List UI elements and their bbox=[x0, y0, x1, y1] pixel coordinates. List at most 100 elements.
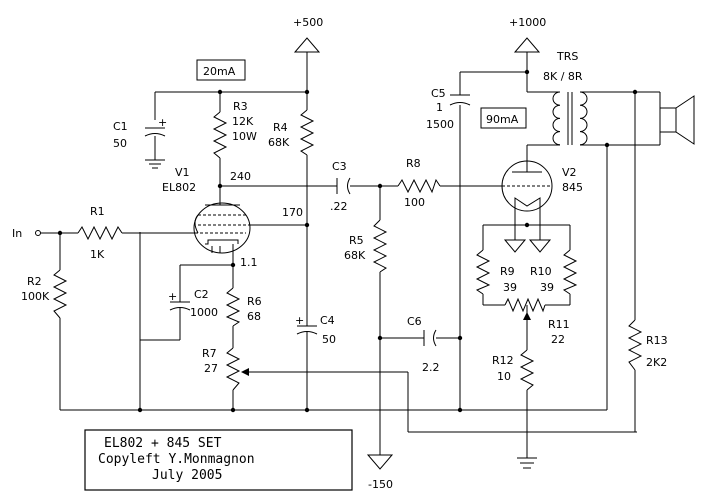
tube-v1-type: EL802 bbox=[162, 181, 196, 194]
current-box-v2 bbox=[480, 107, 527, 129]
supply-label-plus1000: +1000 bbox=[509, 16, 546, 29]
resistor-r1 bbox=[77, 225, 123, 241]
polarity-mark-c1: + bbox=[158, 116, 167, 129]
c3-value: .22 bbox=[330, 200, 348, 213]
r9-value: 39 bbox=[503, 281, 517, 294]
ground-symbols bbox=[145, 159, 537, 469]
r10-ref: R10 bbox=[530, 265, 552, 278]
resistor-r6 bbox=[225, 287, 241, 327]
c4-value: 50 bbox=[322, 333, 336, 346]
r8-value: 100 bbox=[404, 196, 425, 209]
r10-value: 39 bbox=[540, 281, 554, 294]
speaker-icon bbox=[659, 92, 695, 145]
tube-v2-ref: V2 bbox=[562, 166, 577, 179]
resistor-r2 bbox=[52, 269, 68, 319]
input-terminal-icon bbox=[35, 230, 41, 236]
current-label-v1: 20mA bbox=[203, 65, 236, 78]
resistor-r10 bbox=[562, 249, 578, 295]
r12-ref: R12 bbox=[492, 354, 514, 367]
title-box bbox=[84, 429, 353, 491]
r4-ref: R4 bbox=[273, 121, 288, 134]
labels: 20mA 90mA +500 +1000 -150 In TRS 8K / 8R… bbox=[12, 16, 668, 491]
r1-value: 1K bbox=[90, 248, 105, 261]
r3-ref: R3 bbox=[233, 100, 248, 113]
r7-ref: R7 bbox=[202, 347, 217, 360]
r7-value: 27 bbox=[204, 362, 218, 375]
r5-ref: R5 bbox=[349, 234, 364, 247]
input-label: In bbox=[12, 227, 22, 240]
title-line-1: EL802 + 845 SET bbox=[104, 436, 222, 451]
resistor-r8 bbox=[397, 178, 441, 194]
supply-label-minus150: -150 bbox=[368, 478, 393, 491]
junction-dots bbox=[57, 69, 638, 413]
resistor-r3 bbox=[212, 111, 228, 159]
output-transformer bbox=[552, 91, 588, 146]
c4-ref: C4 bbox=[320, 314, 335, 327]
transformer-ratio: 8K / 8R bbox=[543, 70, 583, 83]
resistor-r9 bbox=[475, 249, 491, 295]
c2-ref: C2 bbox=[194, 288, 209, 301]
ground-icon bbox=[517, 457, 537, 469]
c5-value: 1 bbox=[436, 101, 443, 114]
supply-plus1000-icon bbox=[513, 37, 541, 53]
title-line-2: Copyleft Y.Monmagnon bbox=[98, 452, 255, 467]
supply-symbols bbox=[293, 37, 541, 470]
tube-v2-type: 845 bbox=[562, 181, 583, 194]
resistor-r5 bbox=[372, 219, 388, 273]
r3-value: 12K bbox=[232, 115, 254, 128]
r6-ref: R6 bbox=[247, 295, 262, 308]
tube-v1-ref: V1 bbox=[175, 166, 190, 179]
resistor-r13 bbox=[627, 319, 643, 371]
r2-ref: R2 bbox=[27, 275, 42, 288]
c6-ref: C6 bbox=[407, 315, 422, 328]
c5-ref: C5 bbox=[431, 87, 446, 100]
voltage-240: 240 bbox=[230, 170, 251, 183]
supply-plus500-icon bbox=[293, 37, 321, 53]
c2-value: 1000 bbox=[190, 306, 218, 319]
capacitors bbox=[144, 94, 471, 347]
supply-label-plus500: +500 bbox=[293, 16, 323, 29]
c3-ref: C3 bbox=[332, 160, 347, 173]
wires bbox=[40, 52, 660, 458]
r13-value: 2K2 bbox=[646, 356, 667, 369]
title-line-3: July 2005 bbox=[152, 468, 222, 483]
resistor-r7 bbox=[225, 347, 241, 391]
capacitor-c1 bbox=[144, 127, 166, 137]
c1-value: 50 bbox=[113, 137, 127, 150]
r8-ref: R8 bbox=[406, 157, 421, 170]
pot-wipers bbox=[241, 312, 531, 376]
resistor-r4 bbox=[299, 109, 315, 156]
current-label-v2: 90mA bbox=[486, 113, 519, 126]
tube-v1 bbox=[193, 198, 251, 254]
r1-ref: R1 bbox=[90, 205, 105, 218]
c6-value: 2.2 bbox=[422, 361, 440, 374]
r4-value: 68K bbox=[268, 136, 290, 149]
capacitor-c5 bbox=[449, 94, 471, 106]
capacitor-c4 bbox=[296, 310, 318, 342]
r6-value: 68 bbox=[247, 310, 261, 323]
r11-ref: R11 bbox=[548, 318, 570, 331]
capacitor-c6 bbox=[423, 329, 437, 347]
supply-minus150-icon bbox=[366, 454, 394, 470]
capacitor-c2 bbox=[169, 292, 191, 314]
tube-v2 bbox=[501, 160, 553, 253]
r13-ref: R13 bbox=[646, 334, 668, 347]
r9-ref: R9 bbox=[500, 265, 515, 278]
resistor-r12 bbox=[519, 349, 535, 391]
ground-icon bbox=[145, 159, 165, 169]
voltage-170: 170 bbox=[282, 206, 303, 219]
resistors bbox=[52, 109, 643, 391]
c5-value2: 1500 bbox=[426, 118, 454, 131]
r11-value: 22 bbox=[551, 333, 565, 346]
current-box-v1 bbox=[196, 59, 246, 81]
transformer-name: TRS bbox=[556, 50, 578, 63]
polarity-mark-c4: + bbox=[295, 314, 304, 327]
r5-value: 68K bbox=[344, 249, 366, 262]
polarity-mark-c2: + bbox=[168, 290, 177, 303]
voltage-1-1: 1.1 bbox=[240, 256, 258, 269]
resistor-r11 bbox=[504, 297, 546, 313]
r3-rating: 10W bbox=[232, 130, 257, 143]
r12-value: 10 bbox=[497, 370, 511, 383]
c1-ref: C1 bbox=[113, 120, 128, 133]
